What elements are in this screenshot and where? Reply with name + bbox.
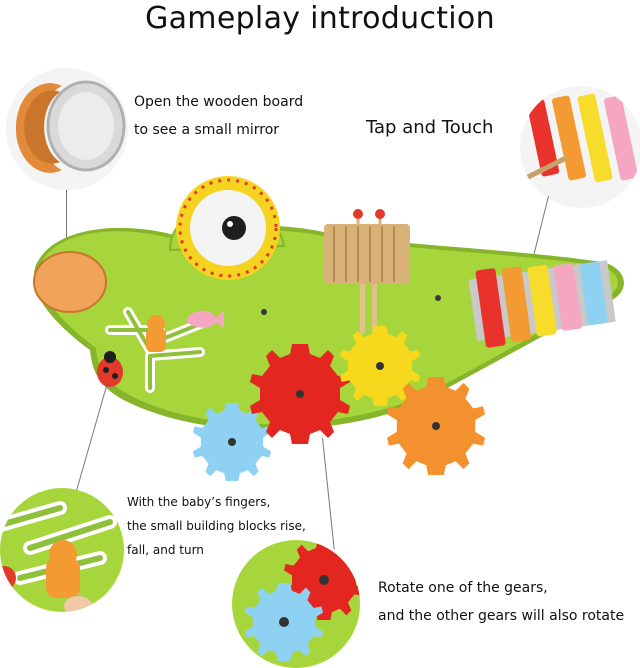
mirror-detail-image bbox=[6, 68, 128, 190]
blocks-caption-line3: fall, and turn bbox=[127, 543, 204, 557]
page-title: Gameplay introduction bbox=[145, 1, 495, 36]
gears-detail-image bbox=[232, 540, 360, 668]
mirror-detail-art bbox=[15, 80, 126, 173]
gears-caption-line1: Rotate one of the gears, bbox=[378, 580, 548, 596]
gears-caption: Rotate one of the gears, and the other g… bbox=[378, 574, 640, 630]
blocks-caption-line2: the small building blocks rise, bbox=[127, 519, 306, 533]
blocks-detail-art bbox=[0, 501, 117, 612]
gears-detail-art bbox=[245, 540, 360, 661]
gears-caption-line2: and the other gears will also rotate bbox=[378, 608, 625, 624]
blocks-detail-image bbox=[0, 488, 124, 612]
xylophone-detail-art bbox=[524, 93, 638, 183]
mirror-pointer-line bbox=[66, 190, 67, 248]
mirror-caption: Open the wooden board to see a small mir… bbox=[134, 88, 354, 144]
mirror-caption-line2: to see a small mirror bbox=[134, 122, 280, 138]
mirror-caption-line1: Open the wooden board bbox=[134, 94, 304, 110]
tap-caption: Tap and Touch bbox=[366, 117, 494, 138]
blocks-caption: With the baby’s fingers, the small build… bbox=[127, 490, 327, 562]
blocks-caption-line1: With the baby’s fingers, bbox=[127, 495, 271, 509]
xylophone-detail-image bbox=[520, 86, 640, 208]
